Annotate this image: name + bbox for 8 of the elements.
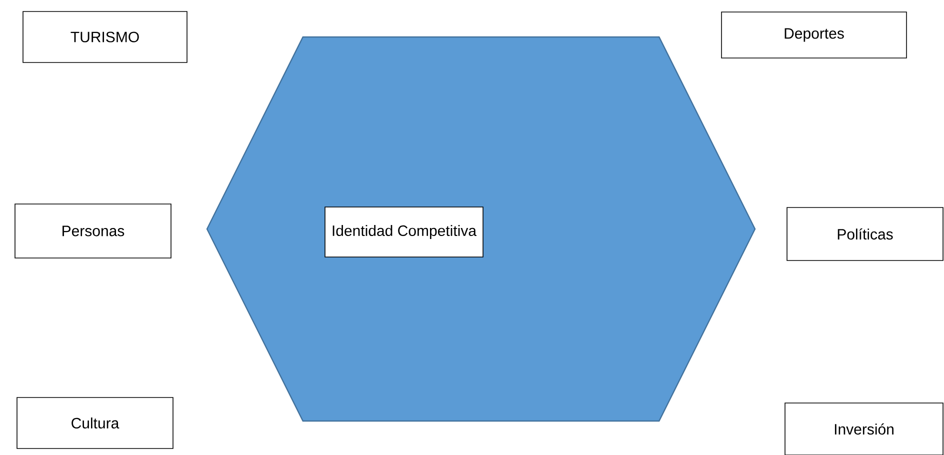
text-box: TURISMO — [22, 11, 188, 63]
hexagon — [206, 36, 756, 422]
text-box: Deportes — [721, 12, 907, 58]
text-box: Personas — [14, 204, 172, 258]
text-box: Inversión — [784, 402, 944, 455]
text-box: Identidad Competitiva — [324, 206, 484, 258]
text-box: Políticas — [786, 207, 944, 261]
text-box: Cultura — [16, 397, 174, 449]
